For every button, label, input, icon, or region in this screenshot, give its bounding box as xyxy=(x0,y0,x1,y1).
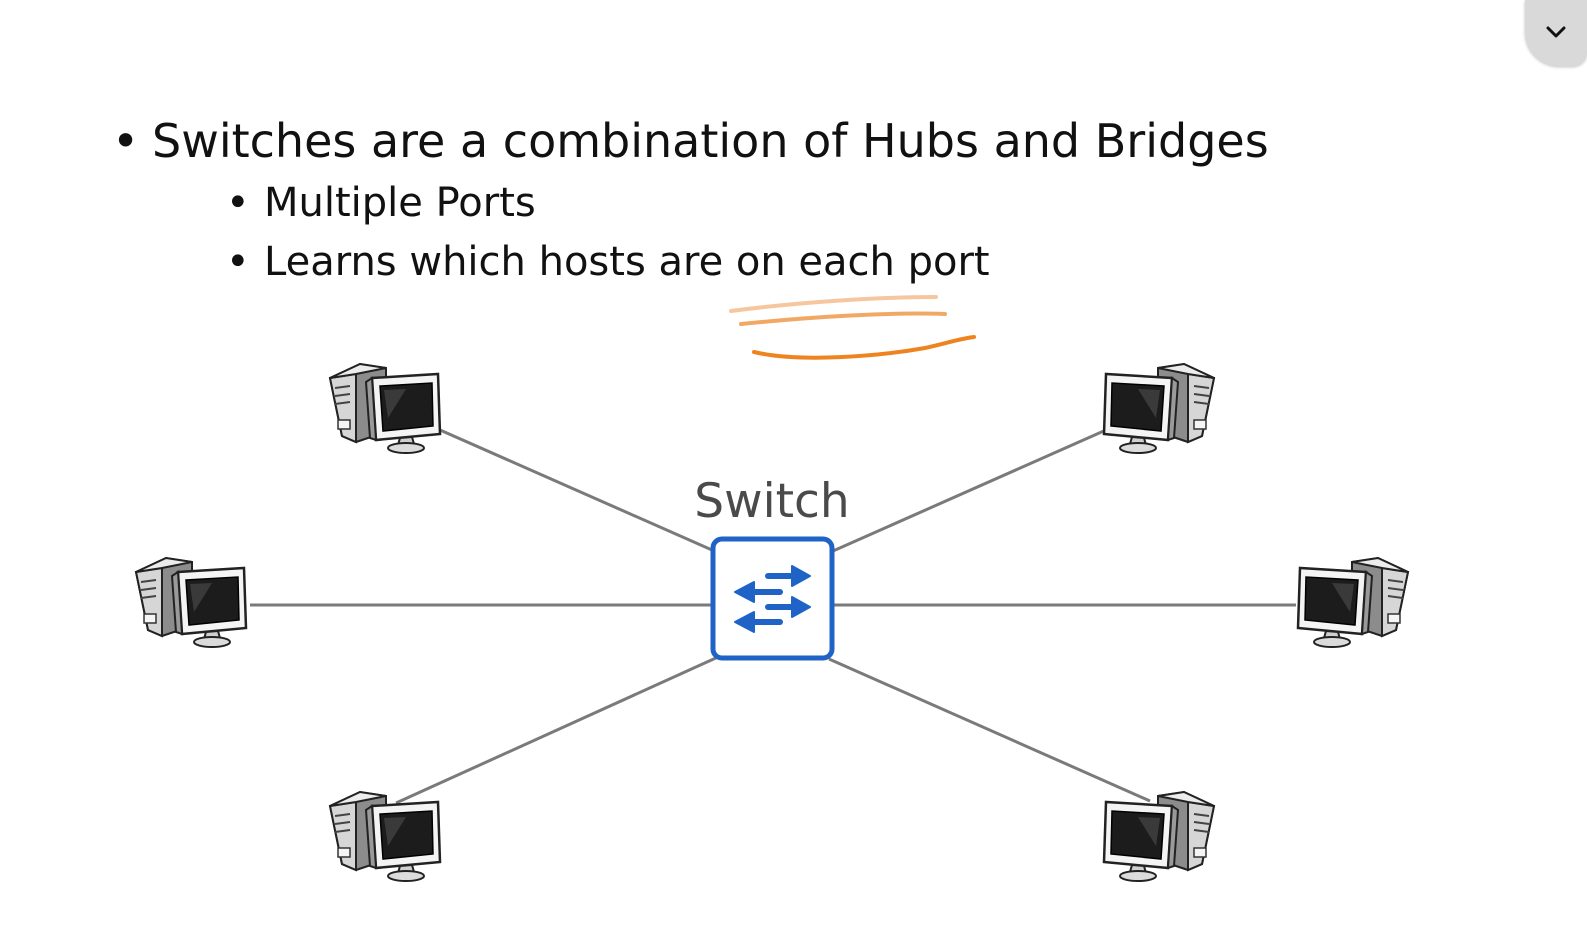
bullet-list: Switches are a combination of Hubs and B… xyxy=(112,112,1269,292)
link-top-right xyxy=(832,428,1107,553)
bullet-switch-definition: Switches are a combination of Hubs and B… xyxy=(112,112,1269,292)
host-top-right xyxy=(1104,364,1214,453)
chevron-down-icon xyxy=(1546,26,1566,38)
sub-bullet-multiple-ports: Multiple Ports xyxy=(226,174,1269,233)
link-lines xyxy=(250,428,1296,805)
switch-label: Switch xyxy=(694,474,849,529)
link-bottom-right xyxy=(828,657,1151,803)
bullet-main-text: Switches are a combination of Hubs and B… xyxy=(152,114,1269,168)
switch-node xyxy=(710,536,835,661)
underline-annotation xyxy=(729,295,976,360)
link-top-left xyxy=(439,428,713,552)
link-bottom-left xyxy=(395,655,719,805)
host-mid-left xyxy=(134,556,248,649)
host-top-left xyxy=(328,362,442,455)
host-mid-right xyxy=(1298,558,1408,647)
switch-arrows-icon xyxy=(734,565,811,633)
sub-bullet-list: Multiple Ports Learns which hosts are on… xyxy=(152,174,1269,292)
collapse-button[interactable] xyxy=(1525,0,1587,66)
sub-bullet-learns-hosts: Learns which hosts are on each port xyxy=(226,233,1269,292)
host-bottom-right xyxy=(1104,792,1214,881)
host-bottom-left xyxy=(328,790,442,883)
